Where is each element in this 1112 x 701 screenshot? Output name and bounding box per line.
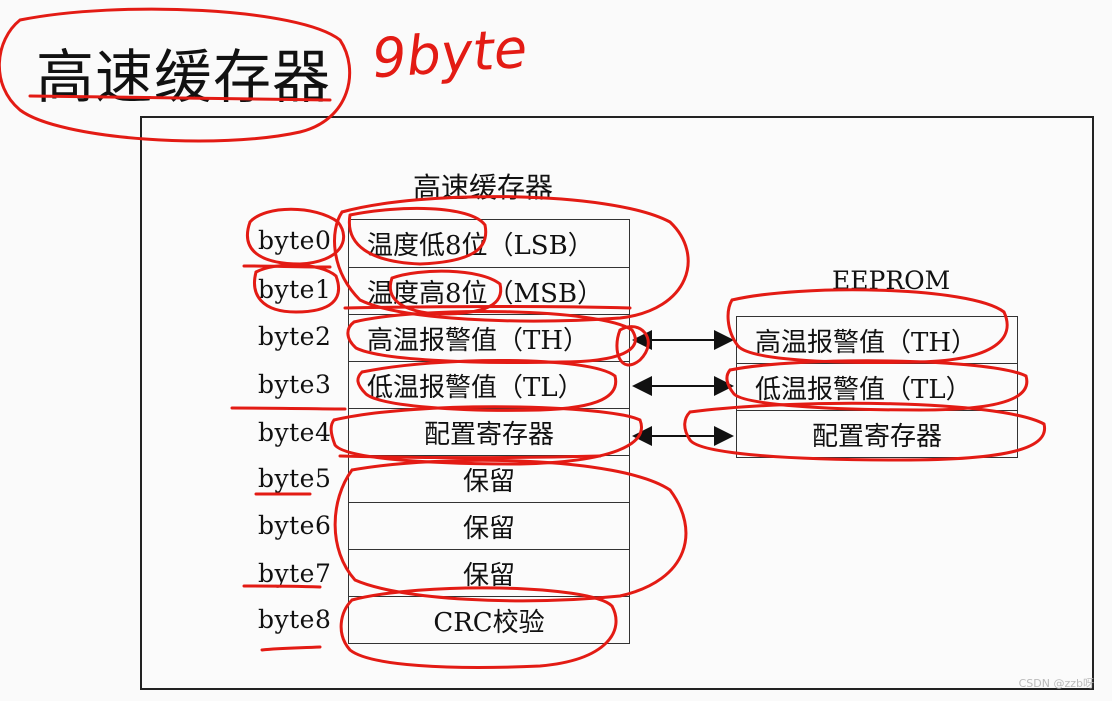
byte2-underline [343,305,632,310]
scratchpad-cell: CRC校验 [348,596,630,644]
byte0-underline [242,264,332,269]
reserved-ellipse [333,458,688,603]
byte-label: byte7 [258,559,332,588]
eeprom-cell: 高温报警值（TH） [736,316,1018,364]
eeprom-th-circle [726,288,1009,364]
byte-label: byte6 [258,511,332,540]
tl-circle [356,358,618,412]
scratchpad-cell: 温度低8位（LSB） [348,219,630,268]
byte-label: byte0 [258,226,332,255]
byte3-underline [230,406,347,411]
byte7-underline [242,584,322,589]
eeprom-cell: 配置寄存器 [736,410,1018,458]
byte1-circle [253,263,340,314]
byte0-circle [246,207,346,266]
eeprom-cell: 低温报警值（TL） [736,363,1018,411]
th-link [615,325,650,367]
byte0-inner [347,206,488,266]
eeprom-config-circle [683,401,1047,462]
byte-label: byte1 [258,275,332,304]
lsb-msb-ellipse [333,195,690,323]
byte4-underline [338,454,602,459]
byte-label: byte2 [258,322,332,351]
byte8-underline [260,645,322,652]
heading-underline [28,94,332,102]
config-circle [329,405,643,466]
byte-label: byte4 [258,418,332,447]
byte-label: byte5 [258,464,332,493]
scratchpad-cell: 高温报警值（TH） [348,314,630,362]
th-circle [346,310,637,364]
crc-ellipse [339,586,618,669]
watermark: CSDN @zzb呀 [1018,677,1094,690]
heading-ellipse [0,7,352,143]
scratchpad-cell: 低温报警值（TL） [348,361,630,409]
scratchpad-cell: 配置寄存器 [348,408,630,456]
byte-label: byte8 [258,605,332,634]
byte-label: byte3 [258,370,332,399]
